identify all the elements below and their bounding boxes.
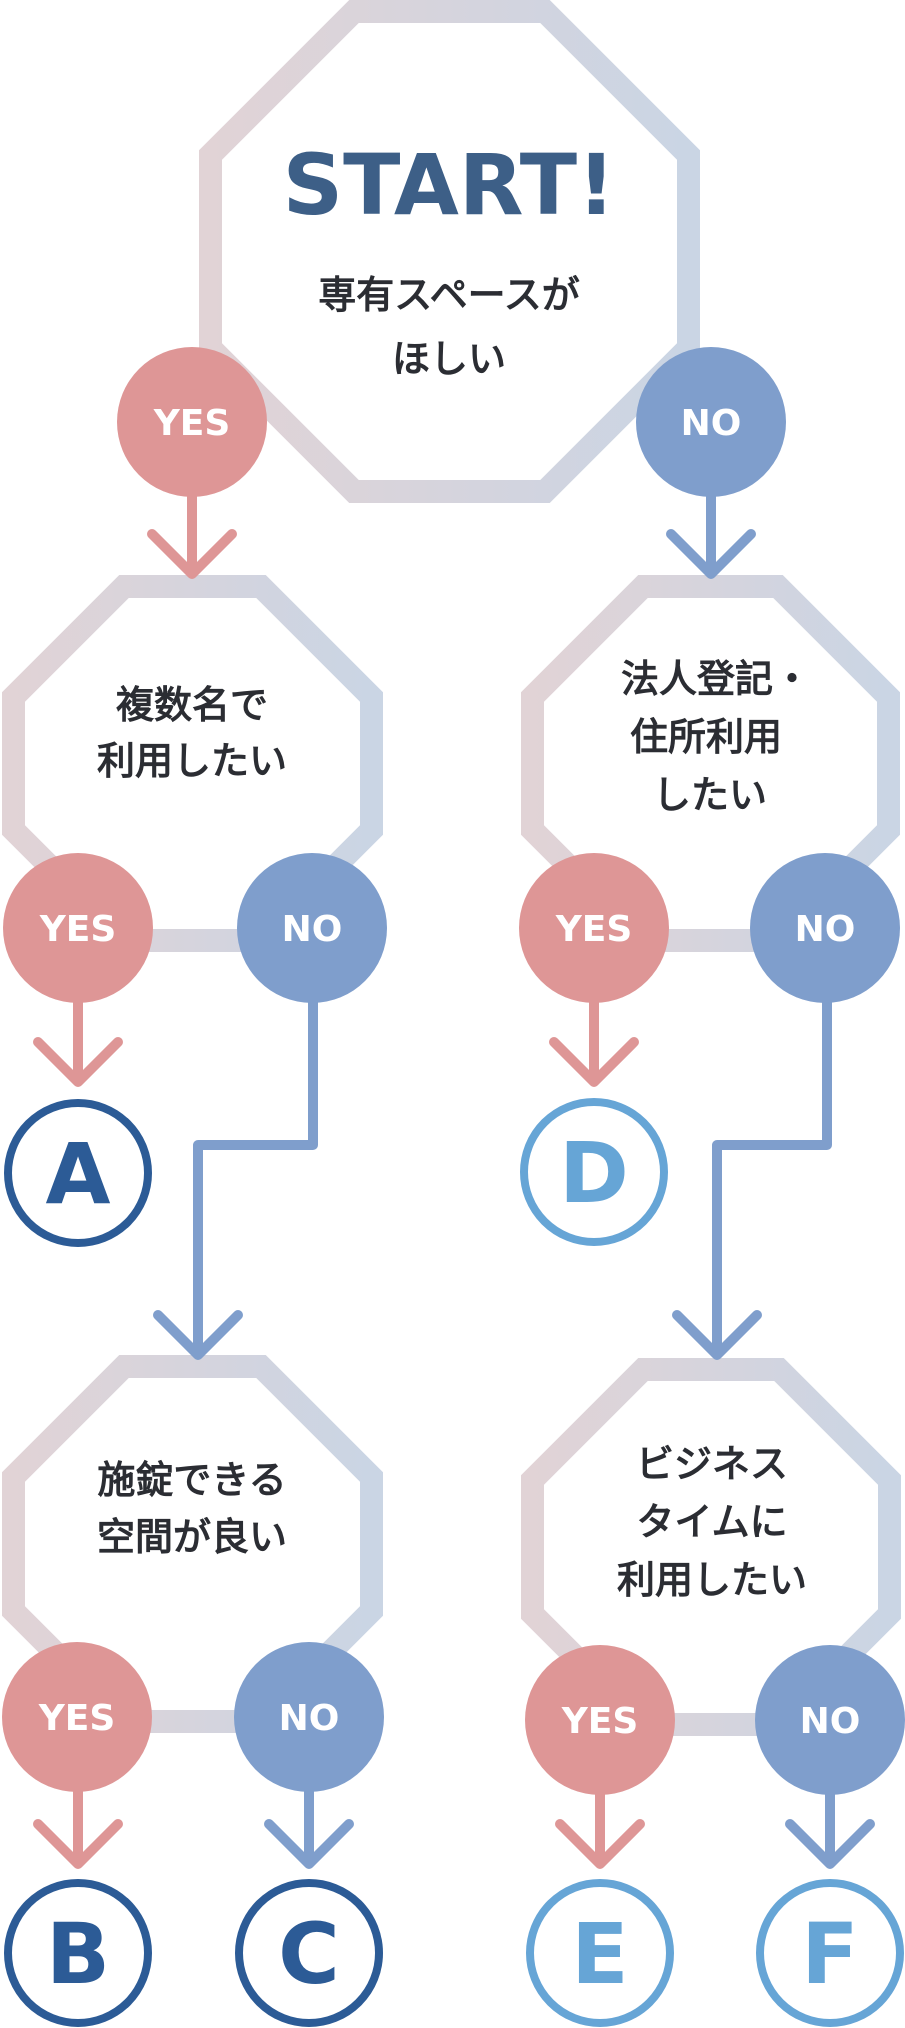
q3-yes-node: YES: [519, 853, 669, 1003]
q5-no-node: NO: [755, 1645, 905, 1795]
start-question-line-1: 専有スペースが: [318, 273, 579, 317]
q2-no-label: NO: [282, 909, 343, 950]
result-d: D: [520, 1098, 668, 1246]
q4-line-1: 施錠できる: [97, 1458, 286, 1502]
q2-line-1: 複数名で: [116, 683, 268, 727]
start-yes-node: YES: [117, 347, 267, 497]
result-c-label: C: [278, 1905, 340, 2003]
q2-yes-node: YES: [3, 853, 153, 1003]
start-no-node: NO: [636, 347, 786, 497]
q4-no-node: NO: [234, 1642, 384, 1792]
q3-line-2: 住所利用: [630, 715, 782, 759]
q5-yes-label: YES: [561, 1701, 639, 1742]
result-e-label: E: [571, 1905, 628, 2003]
result-d-label: D: [559, 1124, 629, 1222]
start-yes-label: YES: [153, 403, 231, 444]
q4-line-2: 空間が良い: [97, 1515, 287, 1559]
q2-line-2: 利用したい: [97, 739, 287, 783]
result-f-label: F: [801, 1905, 858, 2003]
q3-no-label: NO: [795, 909, 856, 950]
q5-no-label: NO: [800, 1701, 861, 1742]
q2-yes-label: YES: [39, 909, 117, 950]
start-octagon: [199, 0, 700, 503]
q3-yes-label: YES: [555, 909, 633, 950]
q4-yes-node: YES: [2, 1642, 152, 1792]
q5-line-2: タイムに: [636, 1500, 787, 1544]
q2-no-node: NO: [237, 853, 387, 1003]
q3-line-3: したい: [653, 773, 767, 817]
result-b: B: [4, 1879, 152, 2027]
result-a: A: [4, 1099, 152, 1247]
arrow-q3-no: [672, 980, 832, 1360]
start-title: START!: [283, 136, 616, 234]
q3-no-node: NO: [750, 853, 900, 1003]
arrow-q2-no: [153, 980, 318, 1360]
q5-line-3: 利用したい: [617, 1558, 807, 1602]
result-c: C: [235, 1879, 383, 2027]
q5-line-1: ビジネス: [636, 1442, 788, 1486]
q4-yes-label: YES: [38, 1698, 116, 1739]
result-b-label: B: [46, 1905, 110, 2003]
q4-no-label: NO: [279, 1698, 340, 1739]
result-e: E: [526, 1879, 674, 2027]
start-no-label: NO: [681, 403, 742, 444]
result-f: F: [756, 1879, 904, 2027]
result-a-label: A: [45, 1125, 110, 1223]
q5-yes-node: YES: [525, 1645, 675, 1795]
start-question-line-2: ほしい: [392, 337, 506, 381]
q3-line-1: 法人登記・: [621, 657, 811, 701]
